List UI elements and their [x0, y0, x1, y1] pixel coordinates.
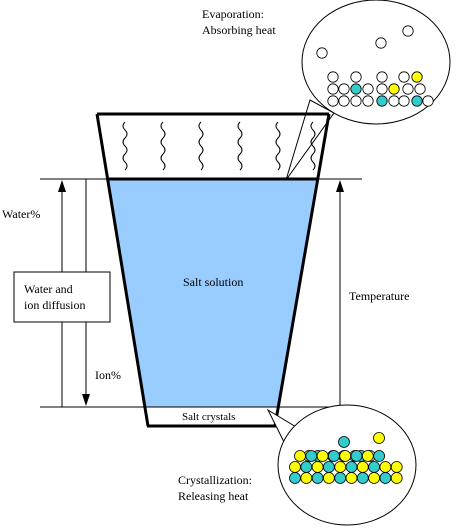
water-molecule	[362, 83, 374, 95]
vapor-wave-line	[310, 121, 316, 171]
ion-molecule	[350, 450, 363, 462]
water-arrow-head	[58, 180, 66, 192]
ion-molecule	[390, 461, 403, 473]
ion-molecule	[289, 472, 301, 484]
salt-solution-fill	[109, 179, 316, 407]
ion-molecule	[289, 461, 301, 473]
ion-molecule	[368, 472, 381, 484]
water-molecule	[350, 95, 362, 107]
ion-molecule	[345, 461, 358, 473]
ion-molecule	[390, 472, 403, 484]
ion-molecule	[316, 450, 329, 462]
ion-molecule	[311, 472, 324, 484]
vapor-wave-line	[198, 121, 204, 171]
water-molecule	[338, 83, 350, 95]
ion-molecule	[373, 432, 385, 444]
vapor-wave-line	[160, 121, 166, 171]
water-molecule	[376, 83, 388, 95]
temperature-arrow-head	[336, 180, 344, 192]
diffusion-box	[13, 271, 111, 323]
crystal-molecules	[289, 432, 403, 484]
water-molecule	[327, 95, 339, 107]
ion-molecule	[356, 472, 369, 484]
salt-crystals-label: Salt crystals	[182, 411, 235, 423]
ion-molecule	[294, 450, 306, 462]
water-molecule	[414, 83, 426, 95]
ion-arrow-head	[82, 394, 90, 406]
vapor-wavy-lines	[122, 121, 316, 171]
evaporation-callout-pointer	[285, 99, 335, 181]
crystallization-label-line2: Releasing heat	[178, 489, 249, 503]
water-molecule	[388, 95, 400, 107]
water-molecule	[402, 83, 414, 95]
ion-molecule	[379, 461, 392, 473]
ion-molecule	[322, 472, 335, 484]
diffusion-label-line1: Water and	[24, 282, 73, 296]
water-molecule	[398, 95, 410, 107]
ion-molecule	[311, 461, 324, 473]
vapor-wave-line	[237, 121, 243, 171]
ion-molecule	[338, 436, 350, 448]
ion-molecule	[322, 461, 335, 473]
water-molecule	[316, 47, 328, 59]
ion-percent-label: Ion%	[95, 368, 121, 382]
water-molecule	[338, 95, 350, 107]
ion-molecule	[300, 461, 313, 473]
ion-molecule	[379, 472, 392, 484]
ion-molecule	[305, 450, 318, 462]
beaker-right-wall	[273, 113, 331, 427]
diffusion-label-line2: ion diffusion	[24, 298, 85, 312]
water-molecule	[327, 71, 339, 83]
water-molecule	[402, 25, 414, 37]
ion-molecule	[411, 95, 423, 107]
crystallization-label-line1: Crystallization:	[178, 473, 252, 487]
ion-molecule	[376, 95, 388, 107]
ion-molecule	[368, 461, 381, 473]
salt-solution-label: Salt solution	[183, 275, 243, 289]
temperature-label: Temperature	[349, 289, 409, 303]
vapor-wave-line	[122, 121, 128, 171]
water-molecule	[350, 71, 362, 83]
ion-molecule	[356, 461, 369, 473]
water-molecule	[362, 95, 374, 107]
ion-molecule	[373, 450, 386, 462]
evaporation-label-line1: Evaporation:	[202, 7, 264, 21]
water-molecule	[327, 83, 339, 95]
ion-molecule	[334, 472, 347, 484]
evaporation-molecules	[316, 25, 434, 107]
water-percent-label: Water%	[2, 207, 40, 221]
ion-molecule	[411, 71, 423, 83]
ion-molecule	[388, 83, 400, 95]
ion-molecule	[339, 450, 352, 462]
water-molecule	[398, 71, 410, 83]
ion-molecule	[327, 450, 340, 462]
ion-molecule	[350, 83, 362, 95]
water-molecule	[375, 37, 387, 49]
vapor-wave-line	[275, 121, 281, 171]
water-molecule	[422, 95, 434, 107]
ion-molecule	[345, 472, 358, 484]
water-molecule	[376, 71, 388, 83]
ion-molecule	[300, 472, 313, 484]
ion-molecule	[334, 461, 347, 473]
evaporation-label-line2: Absorbing heat	[202, 23, 276, 37]
beaker-left-wall	[95, 113, 150, 427]
ion-molecule	[361, 450, 374, 462]
